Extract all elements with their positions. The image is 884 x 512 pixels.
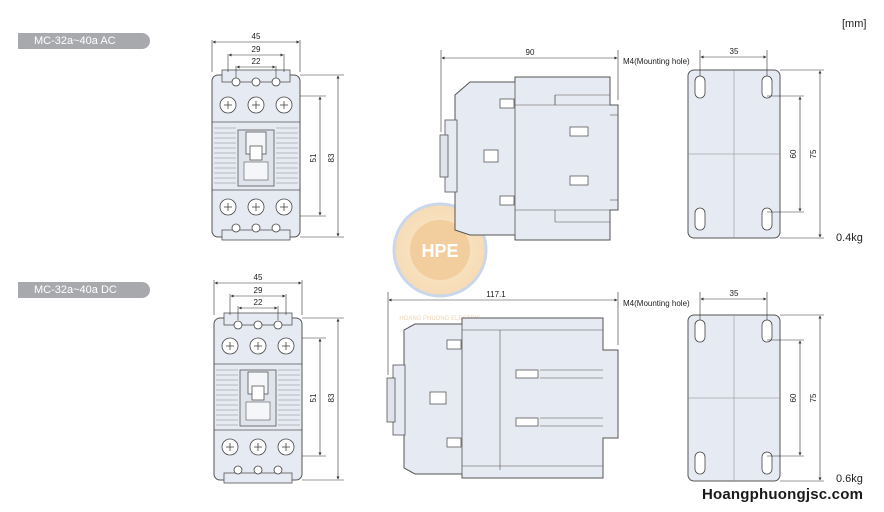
ac-front-dimensions	[211, 40, 344, 238]
mounting-label-dc: M4(Mounting hole)	[623, 299, 690, 308]
dc-side-view	[386, 317, 619, 479]
dim-dc-width-outer: 45	[254, 273, 263, 282]
dim-ac-height-inner: 51	[309, 153, 318, 162]
dim-ac-width-outer: 45	[252, 32, 261, 41]
ac-side-dimensions	[440, 50, 619, 132]
dim-dc-height-total: 83	[327, 393, 336, 402]
dim-dc-width-mid: 29	[254, 286, 263, 295]
ac-mounting-view	[687, 69, 781, 239]
weight-dc: 0.6kg	[836, 473, 863, 485]
dim-ac-mount-width: 35	[730, 47, 739, 56]
dc-mounting-view	[687, 314, 781, 482]
watermark-text: HOANG PHUONG ELECTRIC	[399, 316, 481, 322]
mounting-label-ac: M4(Mounting hole)	[623, 57, 690, 66]
dim-dc-mount-outer: 75	[809, 393, 818, 402]
model-label-dc: MC-32a~40a DC	[18, 282, 150, 298]
dim-dc-width-inner: 22	[254, 298, 263, 307]
dim-dc-height-inner: 51	[309, 393, 318, 402]
model-label-ac: MC-32a~40a AC	[18, 33, 150, 49]
dim-dc-side-length: 117.1	[486, 290, 506, 299]
dim-ac-height-total: 83	[327, 153, 336, 162]
dim-ac-mount-outer: 75	[809, 149, 818, 158]
dc-front-dimensions	[213, 280, 344, 481]
dim-dc-mount-width: 35	[730, 289, 739, 298]
dc-front-view	[213, 312, 303, 484]
weight-ac: 0.4kg	[836, 232, 863, 244]
dim-dc-mount-inner: 60	[789, 393, 798, 402]
dim-ac-width-mid: 29	[252, 45, 261, 54]
dc-side-dimensions	[387, 292, 619, 375]
dc-mounting-dimensions	[699, 292, 824, 482]
ac-side-view	[439, 76, 619, 241]
dim-ac-mount-inner: 60	[789, 149, 798, 158]
ac-mounting-dimensions	[699, 50, 824, 239]
dim-ac-side-length: 90	[526, 48, 535, 57]
ac-front-view	[211, 69, 301, 241]
unit-label: [mm]	[842, 18, 867, 30]
watermark-logo-text: HPE	[421, 241, 458, 261]
dim-ac-width-inner: 22	[252, 57, 261, 66]
website-label: Hoangphuongjsc.com	[702, 486, 864, 503]
